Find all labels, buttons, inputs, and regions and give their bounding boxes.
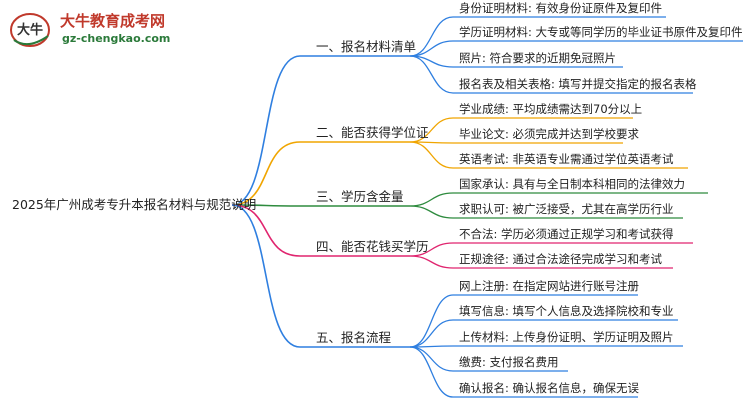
- root-branch-edge: [231, 204, 301, 207]
- branch-label: 三、学历含金量: [316, 189, 404, 204]
- branch-leaf-edge: [409, 205, 454, 219]
- branch-leaf-edge: [409, 255, 454, 269]
- branch-leaf-edge: [409, 117, 454, 143]
- logo-name: 大牛教育成考网: [60, 12, 166, 30]
- branch-leaf-edge: [409, 346, 454, 372]
- branch-leaf-edge: [409, 346, 454, 398]
- branch-leaf-edge: [409, 141, 454, 169]
- leaf-label: 求职认可: 被广泛接受，尤其在高学历行业: [459, 202, 674, 216]
- root-branch-edge: [231, 204, 301, 257]
- leaf-label: 填写信息: 填写个人信息及选择院校和专业: [459, 304, 674, 318]
- leaf-label: 身份证明材料: 有效身份证原件及复印件: [459, 1, 662, 15]
- branch-leaf-edge: [409, 294, 454, 348]
- branch-leaf-edge: [409, 55, 454, 94]
- leaf-label: 确认报名: 确认报名信息，确保无误: [459, 381, 640, 395]
- branch-label: 四、能否花钱买学历: [316, 239, 429, 254]
- root-branch-edge: [231, 141, 301, 206]
- root-branch-edge: [231, 55, 301, 206]
- leaf-label: 网上注册: 在指定网站进行账号注册: [459, 279, 640, 293]
- logo-url: gz-chengkao.com: [62, 32, 171, 45]
- branch-label: 五、报名流程: [316, 330, 392, 345]
- branch-leaf-edge: [409, 192, 454, 207]
- leaf-label: 正规途径: 通过合法途径完成学习和考试: [459, 252, 663, 266]
- mindmap-edges: [231, 16, 743, 398]
- leaf-label: 国家承认: 具有与全日制本科相同的法律效力: [459, 177, 685, 191]
- branch-leaf-edge: [409, 40, 454, 57]
- logo-mark-icon: 大牛: [10, 13, 50, 47]
- leaf-label: 缴费: 支付报名费用: [459, 355, 559, 369]
- leaf-label: 照片: 符合要求的近期免冠照片: [459, 51, 616, 65]
- leaf-label: 上传材料: 上传身份证明、学历证明及照片: [459, 330, 674, 344]
- leaf-label: 英语考试: 非英语专业需通过学位英语考试: [459, 152, 674, 166]
- leaf-label: 学业成绩: 平均成绩需达到70分以上: [459, 102, 642, 116]
- leaf-label: 报名表及相关表格: 填写并提交指定的报名表格: [459, 77, 697, 91]
- leaf-label: 学历证明材料: 大专或等同学历的毕业证书原件及复印件: [459, 25, 743, 39]
- branch-leaf-edge: [409, 319, 454, 348]
- leaf-label: 毕业论文: 必须完成并达到学校要求: [459, 127, 640, 141]
- leaf-label: 不合法: 学历必须通过正规学习和考试获得: [459, 227, 674, 241]
- logo: 大牛 大牛教育成考网 gz-chengkao.com: [8, 6, 170, 50]
- root-branch-edge: [231, 204, 301, 348]
- branch-label: 一、报名材料清单: [316, 39, 416, 54]
- mindmap-nodes: 2025年广州成考专升本报名材料与规范说明 一、报名材料清单 身份证明材料: 有效…: [12, 1, 743, 395]
- logo-mark-text: 大牛: [17, 22, 43, 38]
- branch-label: 二、能否获得学位证: [316, 125, 429, 140]
- root-node-label: 2025年广州成考专升本报名材料与规范说明: [12, 197, 256, 212]
- branch-leaf-edge: [409, 16, 454, 57]
